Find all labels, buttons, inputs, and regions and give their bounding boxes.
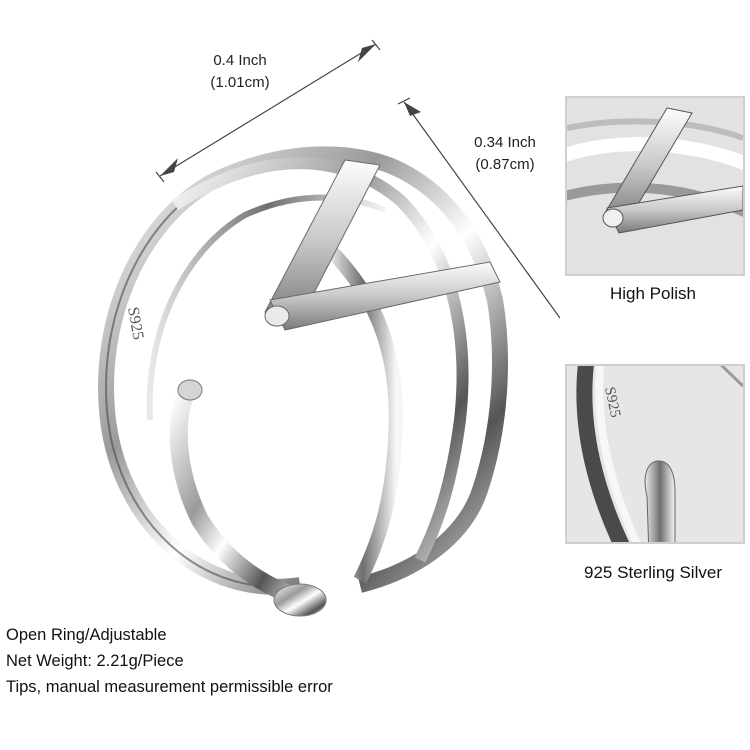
polish-closeup [567,98,743,274]
height-dimension-arrow [397,97,560,319]
spec-tips: Tips, manual measurement permissible err… [6,678,333,696]
width-dimension-arrow [155,39,381,183]
ring-stamp: S925 [124,306,146,341]
spec-net-weight: Net Weight: 2.21g/Piece [6,652,184,670]
sterling-silver-caption: 925 Sterling Silver [584,563,722,582]
width-cm: (1.01cm) [210,74,270,91]
spec-list: Open Ring/Adjustable Net Weight: 2.21g/P… [6,622,566,700]
high-polish-caption: High Polish [610,284,696,303]
width-inch: 0.4 Inch [213,52,267,69]
silver-closeup: S925 [567,366,743,542]
height-cm: (0.87cm) [475,156,535,173]
ring-band [98,146,508,617]
sterling-silver-detail-image: S925 [565,364,745,544]
width-label: 0.4 Inch (1.01cm) [200,50,280,94]
height-label: 0.34 Inch (0.87cm) [462,132,548,176]
spec-open-ring: Open Ring/Adjustable [6,626,167,644]
silver-stamp: S925 [601,386,623,419]
high-polish-detail-image [565,96,745,276]
ring-illustration: S925 [98,39,560,617]
height-inch: 0.34 Inch [474,134,536,151]
letter-v [264,159,501,331]
